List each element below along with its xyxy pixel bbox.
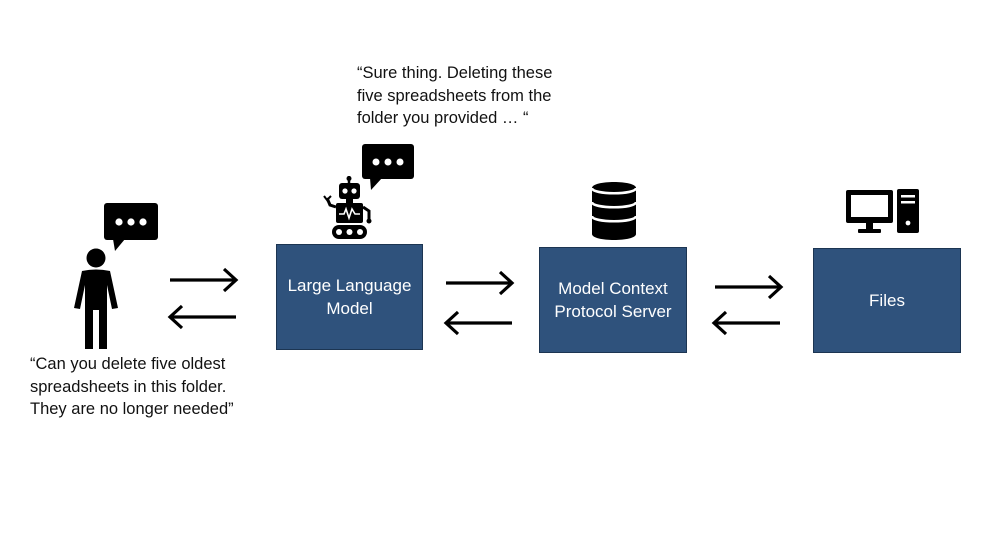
llm-node: Large Language Model xyxy=(276,244,423,350)
bidirectional-arrow-icon xyxy=(443,270,515,336)
llm-quote: “Sure thing. Deleting these five spreads… xyxy=(357,64,553,127)
user-chat-bubble-icon xyxy=(104,203,158,251)
llm-chat-bubble-icon xyxy=(362,144,414,190)
database-icon xyxy=(590,182,638,240)
bidirectional-arrow-icon xyxy=(167,267,239,330)
person-icon xyxy=(74,248,118,349)
files-node: Files xyxy=(813,248,961,353)
user-quote: “Can you delete five oldest spreadsheets… xyxy=(30,355,234,418)
robot-icon xyxy=(323,176,372,239)
bidirectional-arrow-icon xyxy=(711,274,784,336)
mcp-server-node: Model Context Protocol Server xyxy=(539,247,687,353)
computer-icon xyxy=(846,189,919,233)
